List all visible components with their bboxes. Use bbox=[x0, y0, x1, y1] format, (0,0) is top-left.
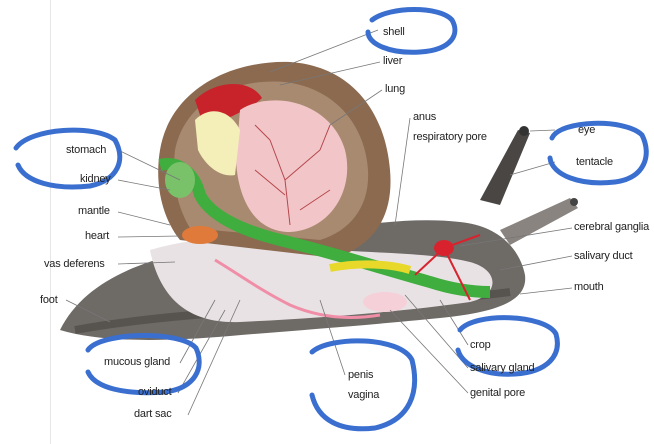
label-salivary-gland: salivary gland bbox=[470, 362, 534, 375]
label-vas-deferens: vas deferens bbox=[44, 258, 105, 271]
label-mucous-gland: mucous gland bbox=[104, 356, 170, 369]
label-cerebral-ganglia: cerebral ganglia bbox=[574, 221, 649, 234]
highlight-tentacle bbox=[550, 123, 646, 183]
upper-tentacle bbox=[480, 130, 530, 205]
label-stomach: stomach bbox=[66, 144, 106, 157]
label-tentacle: tentacle bbox=[576, 156, 613, 169]
label-kidney: kidney bbox=[80, 173, 111, 186]
heart-shape bbox=[182, 226, 218, 244]
label-lung: lung bbox=[385, 83, 405, 96]
label-vagina: vagina bbox=[348, 389, 379, 402]
label-crop: crop bbox=[470, 339, 491, 352]
label-anus: anus bbox=[413, 111, 436, 124]
label-respiratory-pore: respiratory pore bbox=[413, 131, 487, 144]
label-foot: foot bbox=[40, 294, 58, 307]
highlight-penis-vagina bbox=[312, 341, 415, 429]
label-heart: heart bbox=[85, 230, 109, 243]
highlight-shell bbox=[368, 10, 455, 53]
reproductive-organ bbox=[363, 292, 407, 312]
label-genital-pore: genital pore bbox=[470, 387, 525, 400]
label-shell: shell bbox=[383, 26, 405, 39]
label-eye: eye bbox=[578, 124, 595, 137]
lower-tentacle-tip bbox=[570, 198, 578, 206]
label-mantle: mantle bbox=[78, 205, 110, 218]
label-oviduct: oviduct bbox=[138, 386, 171, 399]
eye-spot bbox=[519, 126, 529, 136]
label-salivary-duct: salivary duct bbox=[574, 250, 633, 263]
label-penis: penis bbox=[348, 369, 373, 382]
label-dart-sac: dart sac bbox=[134, 408, 172, 421]
label-liver: liver bbox=[383, 55, 402, 68]
label-mouth: mouth bbox=[574, 281, 604, 294]
